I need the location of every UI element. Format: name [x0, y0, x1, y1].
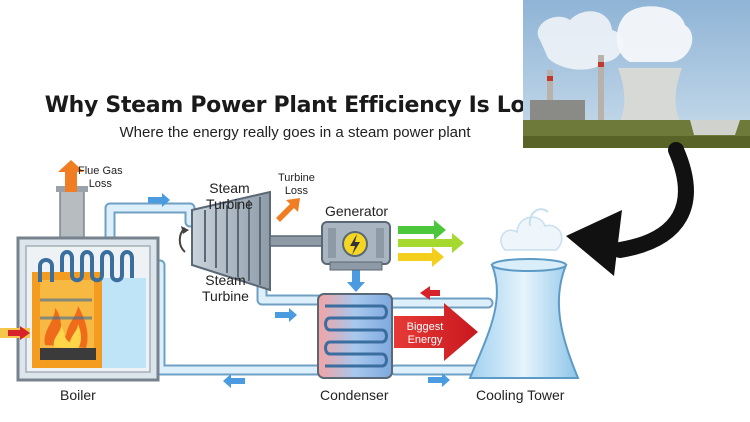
condenser-label: Condenser	[320, 387, 389, 403]
boiler-label: Boiler	[60, 387, 96, 403]
turbine-loss-line2: Loss	[284, 185, 309, 197]
biggest-energy-loss-label: Biggest Energy Loss	[396, 321, 454, 360]
generator-label: Generator	[325, 203, 389, 219]
page-subtitle: Where the energy really goes in a steam …	[119, 124, 471, 141]
biggest-energy-loss-line1: Biggest	[406, 321, 444, 333]
steam-turbine-top-line2: Turbine	[206, 196, 253, 212]
biggest-energy-loss-arrow	[394, 303, 478, 361]
steam-turbine-bottom-line1: Steam	[205, 272, 246, 288]
power-plant-photo	[523, 0, 750, 148]
flue-gas-loss-arrow	[58, 160, 84, 192]
air-intake-arrow	[8, 326, 30, 340]
turbine-loss-label: Turbine Loss	[278, 172, 315, 198]
electric-output-arrows	[398, 220, 464, 267]
boiler	[0, 186, 160, 382]
generator	[321, 221, 391, 271]
condenser	[317, 293, 393, 379]
pointer-arrow	[566, 142, 694, 276]
turbine-loss-line1: Turbine	[278, 172, 315, 184]
cooling-tower	[468, 208, 580, 379]
steam-turbine-bottom-label: Steam Turbine	[202, 272, 249, 304]
cooling-tower-label: Cooling Tower	[476, 387, 565, 403]
turbine-loss-arrow	[276, 198, 300, 222]
steam-turbine-top-line1: Steam	[209, 180, 250, 196]
steam-turbine-top-label: Steam Turbine	[206, 180, 253, 212]
flue-gas-loss-line1: Flue Gas	[78, 165, 123, 177]
turbine-shaft	[269, 235, 323, 247]
flue-gas-loss-line2: Loss	[88, 178, 112, 190]
page-title: Why Steam Power Plant Efficiency Is Low	[44, 93, 546, 118]
return-arrow-red	[420, 286, 440, 300]
biggest-energy-loss-line2: Energy Loss	[407, 334, 443, 359]
steam-turbine-bottom-line2: Turbine	[202, 288, 249, 304]
steam-turbine	[178, 190, 271, 292]
flue-gas-loss-label: Flue Gas Loss	[78, 165, 123, 191]
